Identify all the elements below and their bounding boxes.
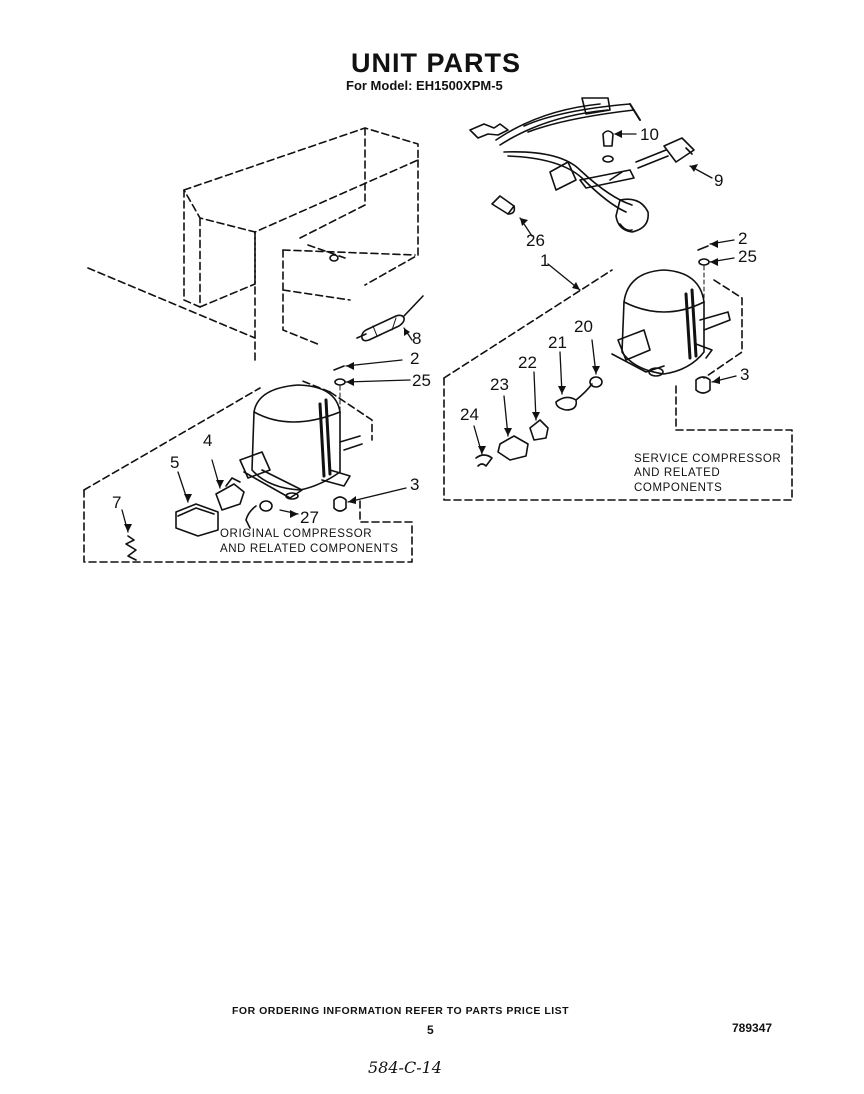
callout-22: 22 xyxy=(518,353,537,372)
callout-26: 26 xyxy=(526,231,545,250)
clip-part-7 xyxy=(125,535,137,561)
cover-part-23 xyxy=(497,435,529,461)
model-subtitle: For Model: EH1500XPM-5 xyxy=(346,78,503,93)
original-compressor xyxy=(239,384,363,500)
leader-arrowheads xyxy=(124,130,720,532)
service-compressor xyxy=(611,269,731,377)
clip-part-24 xyxy=(475,454,493,467)
cabinet-grommet xyxy=(329,254,339,262)
leader-lines xyxy=(121,133,737,533)
exploded-parts-diagram: 10 9 26 1 2 25 3 20 21 22 23 24 8 2 25 3… xyxy=(83,97,793,563)
callout-7: 7 xyxy=(112,493,121,512)
callout-5: 5 xyxy=(170,453,179,472)
original-mount-hardware xyxy=(333,365,347,512)
wire-nut-part-10 xyxy=(602,130,614,163)
service-group-label-line2: AND RELATED xyxy=(634,467,720,479)
relay-part-20 xyxy=(589,376,603,388)
relay-cover-part-5 xyxy=(175,503,219,537)
service-compressor-outline xyxy=(443,269,793,501)
original-compressor-outline xyxy=(83,379,413,563)
callout-4: 4 xyxy=(203,431,212,450)
callout-25-original: 25 xyxy=(412,371,431,390)
capacitor-part-27 xyxy=(245,500,273,529)
original-group-label-line2: AND RELATED COMPONENTS xyxy=(220,543,398,555)
callout-8: 8 xyxy=(412,329,421,348)
group-labels: ORIGINAL COMPRESSOR AND RELATED COMPONEN… xyxy=(220,453,781,555)
ordering-note: FOR ORDERING INFORMATION REFER TO PARTS … xyxy=(232,1005,570,1017)
callout-23: 23 xyxy=(490,375,509,394)
callout-2-original: 2 xyxy=(410,349,419,368)
callout-10: 10 xyxy=(640,125,659,144)
clip-part-26 xyxy=(491,195,516,215)
callout-9: 9 xyxy=(714,171,723,190)
terminal-plug-part-9 xyxy=(635,137,695,169)
handwritten-note: 584-C-14 xyxy=(368,1058,442,1077)
wiring-harness-part-10 xyxy=(469,97,649,233)
original-group-label-line1: ORIGINAL COMPRESSOR xyxy=(220,528,372,540)
page-number: 5 xyxy=(427,1023,434,1037)
overload-part-21 xyxy=(555,383,593,411)
document-number: 789347 xyxy=(732,1021,773,1035)
callout-numbers: 10 9 26 1 2 25 3 20 21 22 23 24 8 2 25 3… xyxy=(112,125,757,527)
service-group-label-line3: COMPONENTS xyxy=(634,482,722,494)
overload-part-4 xyxy=(215,477,245,511)
drier-part-8 xyxy=(356,295,424,342)
callout-24: 24 xyxy=(460,405,479,424)
callout-27: 27 xyxy=(300,508,319,527)
cabinet-outline xyxy=(87,127,419,361)
callout-21: 21 xyxy=(548,333,567,352)
callout-1: 1 xyxy=(540,251,549,270)
callout-3-original: 3 xyxy=(410,475,419,494)
service-group-label-line1: SERVICE COMPRESSOR xyxy=(634,453,781,465)
page-title: UNIT PARTS xyxy=(351,48,521,78)
service-mount-hardware xyxy=(695,245,711,394)
callout-20: 20 xyxy=(574,317,593,336)
clip-part-22 xyxy=(529,419,549,441)
callout-3-service: 3 xyxy=(740,365,749,384)
callout-25-service: 25 xyxy=(738,247,757,266)
callout-2-service: 2 xyxy=(738,229,747,248)
